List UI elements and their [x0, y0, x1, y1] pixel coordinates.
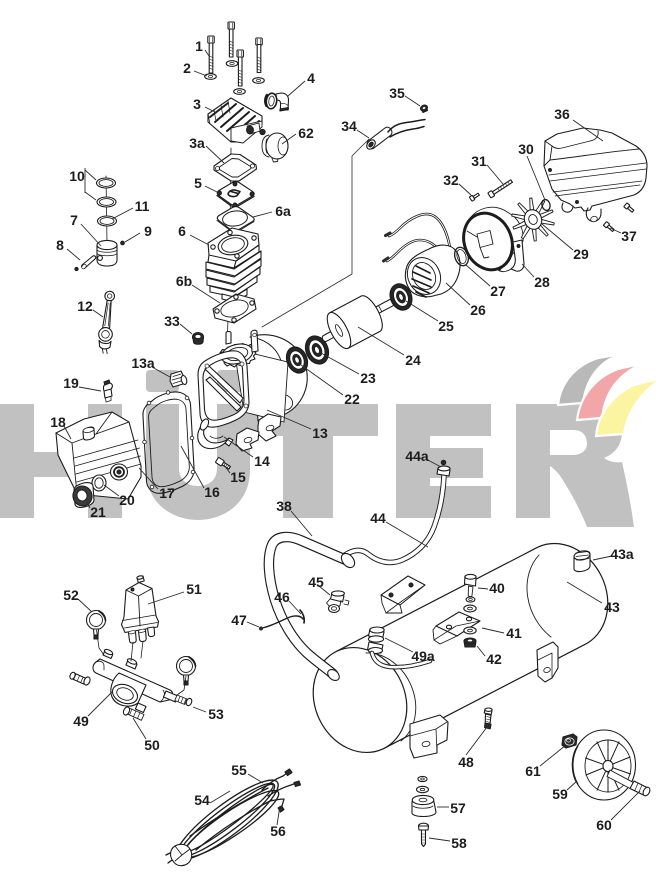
svg-text:44: 44	[370, 510, 386, 526]
svg-text:50: 50	[144, 737, 160, 753]
svg-text:29: 29	[573, 246, 589, 262]
svg-text:40: 40	[489, 580, 505, 596]
svg-text:9: 9	[144, 223, 152, 239]
svg-text:3: 3	[193, 96, 201, 112]
svg-text:22: 22	[344, 391, 360, 407]
svg-text:38: 38	[276, 498, 292, 514]
svg-text:35: 35	[389, 85, 405, 101]
svg-text:11: 11	[135, 198, 150, 214]
svg-text:57: 57	[450, 800, 466, 816]
svg-text:16: 16	[204, 484, 220, 500]
svg-text:43a: 43a	[610, 546, 634, 562]
svg-text:23: 23	[360, 370, 376, 386]
svg-text:37: 37	[621, 228, 637, 244]
svg-text:7: 7	[70, 212, 78, 228]
svg-text:14: 14	[254, 453, 270, 469]
svg-text:6a: 6a	[275, 203, 291, 219]
svg-text:47: 47	[231, 612, 247, 628]
svg-text:25: 25	[438, 318, 454, 334]
svg-text:19: 19	[63, 375, 79, 391]
svg-text:44a: 44a	[405, 448, 429, 464]
svg-text:15: 15	[230, 469, 246, 485]
svg-text:55: 55	[231, 762, 247, 778]
svg-text:8: 8	[56, 237, 64, 253]
svg-text:62: 62	[298, 125, 314, 141]
svg-text:46: 46	[274, 589, 290, 605]
svg-text:24: 24	[405, 352, 421, 368]
svg-text:45: 45	[308, 574, 324, 590]
svg-text:33: 33	[164, 313, 180, 329]
svg-text:61: 61	[525, 763, 541, 779]
svg-text:1: 1	[195, 38, 203, 54]
svg-text:10: 10	[69, 168, 85, 184]
svg-text:51: 51	[186, 581, 202, 597]
svg-text:30: 30	[518, 141, 534, 157]
svg-text:41: 41	[506, 625, 522, 641]
svg-text:36: 36	[554, 106, 570, 122]
svg-text:34: 34	[341, 118, 357, 134]
svg-text:6b: 6b	[176, 273, 192, 289]
svg-text:2: 2	[183, 60, 191, 76]
svg-text:3a: 3a	[189, 135, 205, 151]
svg-text:13a: 13a	[131, 355, 155, 371]
svg-text:12: 12	[77, 298, 93, 314]
svg-text:58: 58	[451, 835, 467, 851]
svg-text:6: 6	[178, 223, 186, 239]
svg-text:59: 59	[552, 786, 568, 802]
svg-text:28: 28	[534, 274, 550, 290]
svg-text:4: 4	[307, 70, 315, 86]
svg-text:13: 13	[312, 425, 328, 441]
svg-text:43: 43	[604, 599, 620, 615]
svg-text:49: 49	[73, 713, 89, 729]
svg-text:42: 42	[486, 651, 502, 667]
svg-text:32: 32	[443, 172, 459, 188]
svg-text:52: 52	[63, 587, 79, 603]
svg-text:60: 60	[596, 817, 612, 833]
svg-text:27: 27	[490, 283, 506, 299]
svg-text:17: 17	[159, 485, 175, 501]
svg-text:31: 31	[471, 153, 487, 169]
svg-text:53: 53	[208, 706, 224, 722]
svg-text:21: 21	[90, 504, 106, 520]
svg-text:18: 18	[50, 414, 66, 430]
svg-text:54: 54	[194, 792, 210, 808]
svg-text:5: 5	[194, 175, 202, 191]
svg-text:26: 26	[470, 302, 486, 318]
svg-text:49a: 49a	[411, 648, 435, 664]
svg-text:20: 20	[119, 492, 135, 508]
svg-text:48: 48	[458, 754, 474, 770]
svg-text:56: 56	[270, 823, 286, 839]
